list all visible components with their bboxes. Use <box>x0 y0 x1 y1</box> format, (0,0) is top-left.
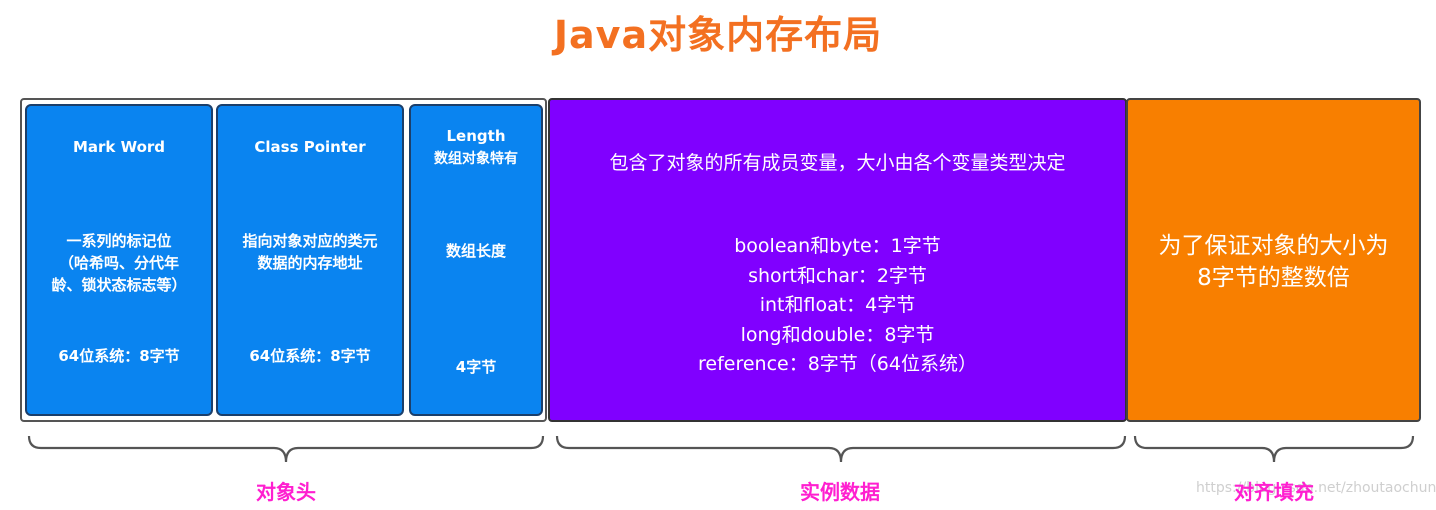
padding-label: 对齐填充 <box>1234 480 1314 504</box>
length-name: Length <box>446 127 506 145</box>
class-pointer-name: Class Pointer <box>254 138 366 156</box>
mark-word-desc-line2: （哈希吗、分代年 <box>58 254 179 272</box>
class-pointer-size: 64位系统：8字节 <box>249 347 371 365</box>
instance-data-list: boolean和byte：1字节 short和char：2字节 int和floa… <box>550 232 1125 380</box>
mark-word-name: Mark Word <box>72 138 166 156</box>
mark-word-size: 64位系统：8字节 <box>58 347 180 365</box>
mark-word-box: Mark Word 一系列的标记位 （哈希吗、分代年 龄、锁状态标志等） 64位… <box>25 104 213 416</box>
instance-data-brace <box>555 435 1127 463</box>
instance-data-item: long和double：8字节 <box>740 323 935 346</box>
instance-data-label: 实例数据 <box>800 480 880 504</box>
object-header-brace <box>27 435 545 463</box>
object-header-label: 对象头 <box>256 480 316 504</box>
instance-data-item: boolean和byte：1字节 <box>734 235 941 257</box>
length-size: 4字节 <box>455 358 497 376</box>
instance-data-item: int和float：4字节 <box>759 294 916 316</box>
padding-box: 为了保证对象的大小为 8字节的整数倍 <box>1126 98 1421 422</box>
padding-text-line2: 8字节的整数倍 <box>1197 265 1350 291</box>
padding-brace <box>1133 435 1415 463</box>
instance-data-box: 包含了对象的所有成员变量，大小由各个变量类型决定 boolean和byte：1字… <box>548 98 1127 422</box>
watermark: https://blog.csdn.net/zhoutaochun <box>1196 480 1436 496</box>
mark-word-desc-line1: 一系列的标记位 <box>66 232 172 250</box>
class-pointer-desc-line2: 数据的内存地址 <box>257 254 363 272</box>
class-pointer-desc-line1: 指向对象对应的类元 <box>242 232 378 250</box>
padding-text-line1: 为了保证对象的大小为 <box>1158 233 1389 259</box>
length-box: Length 数组对象特有 数组长度 4字节 <box>409 104 543 416</box>
diagram-title: Java对象内存布局 <box>553 13 883 57</box>
length-desc: 数组长度 <box>445 242 506 260</box>
class-pointer-box: Class Pointer 指向对象对应的类元 数据的内存地址 64位系统：8字… <box>216 104 404 416</box>
instance-data-desc: 包含了对象的所有成员变量，大小由各个变量类型决定 <box>609 152 1066 174</box>
instance-data-item: short和char：2字节 <box>748 264 927 287</box>
padding-text: 为了保证对象的大小为 8字节的整数倍 <box>1128 230 1419 294</box>
instance-data-item: reference：8字节（64位系统） <box>698 353 977 375</box>
mark-word-desc-line3: 龄、锁状态标志等） <box>51 276 187 294</box>
length-subtitle: 数组对象特有 <box>434 151 518 167</box>
